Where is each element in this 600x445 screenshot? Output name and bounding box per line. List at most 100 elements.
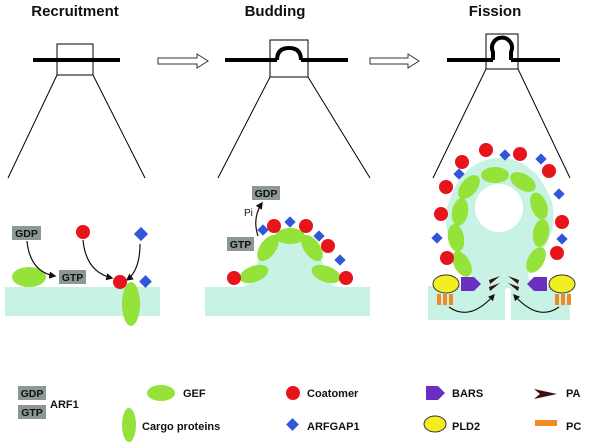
legend-gtp-label: GTP: [21, 407, 43, 419]
pi-label: Pi: [244, 208, 253, 219]
cargo-protein: [122, 282, 140, 326]
legend-pc: PC: [535, 420, 581, 433]
overview-budding: [217, 39, 371, 179]
legend: GDP GTP ARF1 GEF Cargo proteins Coatomer…: [18, 385, 581, 442]
arfgap1: [334, 254, 346, 266]
pld2-bars-cluster-right: [508, 274, 576, 313]
pc-to-pa-arrow: [513, 294, 560, 313]
coatomer: [321, 239, 335, 253]
arfgap1: [556, 233, 568, 245]
overview-arrow-1: [157, 53, 209, 69]
overview-arrow-2: [369, 53, 420, 69]
cargo-protein: [239, 264, 269, 284]
legend-arfgap1-label: ARFGAP1: [307, 421, 360, 433]
pld2-shape: [548, 274, 576, 294]
cargo-protein: [532, 219, 550, 247]
hydrolysis-arrow: [255, 201, 263, 237]
arf1-gdp-box: [252, 186, 280, 200]
pc-shape: [443, 294, 447, 305]
legend-arfgap1-shape: [286, 418, 299, 431]
legend-bars-label: BARS: [452, 388, 483, 400]
gef-shape: [12, 267, 46, 287]
stage-title-fission: Fission: [469, 3, 522, 20]
legend-gef-shape: [147, 385, 175, 401]
cargo-protein: [526, 247, 546, 273]
legend-gef-label: GEF: [183, 388, 206, 400]
arfgap1: [553, 188, 565, 200]
arfgap1: [431, 232, 443, 244]
pa-shape: [489, 276, 500, 284]
panel-budding: GDP Pi GTP: [205, 186, 370, 316]
legend-gef: GEF: [147, 385, 206, 401]
arfgap1-bound: [139, 275, 152, 288]
coatomer-free: [76, 225, 90, 239]
pa-shape: [508, 276, 519, 284]
coatomer-arrow: [82, 239, 114, 281]
pa-shape: [489, 283, 500, 291]
legend-coatomer: Coatomer: [286, 386, 359, 400]
pc-shape: [555, 294, 559, 305]
membrane-budding: [205, 232, 370, 316]
coatomer: [455, 155, 469, 169]
legend-pa-label: PA: [566, 388, 581, 400]
arf1-gtp-box: [227, 237, 254, 251]
panel-fission: [428, 143, 576, 320]
legend-pc-shape: [535, 420, 557, 426]
legend-pc-label: PC: [566, 421, 581, 433]
coatomer: [227, 271, 241, 285]
pc-shape: [449, 294, 453, 305]
coatomer: [339, 271, 353, 285]
legend-arf1-label: ARF1: [50, 399, 79, 411]
gtp-label: GTP: [230, 239, 252, 251]
legend-gdp-label: GDP: [21, 388, 44, 400]
legend-cargo-label: Cargo proteins: [142, 421, 220, 433]
cargo-protein: [301, 234, 323, 262]
coatomer: [299, 219, 313, 233]
cargo-protein: [311, 264, 341, 284]
arfgap1: [453, 168, 465, 180]
cargo-protein: [481, 167, 509, 183]
pc-shape: [437, 294, 441, 305]
legend-pld2-label: PLD2: [452, 421, 480, 433]
cargo-protein: [447, 224, 465, 252]
coatomer: [479, 143, 493, 157]
legend-pld2: PLD2: [423, 415, 480, 433]
pc-to-pa-arrow: [448, 294, 495, 313]
arf1-gdp-box: [12, 226, 41, 240]
arfgap1: [257, 224, 269, 236]
arfgap1: [313, 230, 325, 242]
arfgap1: [499, 149, 511, 161]
legend-pld2-shape: [423, 415, 447, 433]
legend-bars: BARS: [426, 386, 483, 400]
cargo-protein: [257, 234, 279, 262]
coatomer: [439, 180, 453, 194]
legend-pa-shape: [534, 389, 557, 399]
gdp-label: GDP: [255, 188, 278, 200]
arfgap1-arrow: [125, 243, 141, 281]
coatomer: [550, 246, 564, 260]
legend-arf1: GDP GTP ARF1: [18, 386, 79, 419]
overview-recruitment: [7, 43, 146, 179]
legend-cargo: Cargo proteins: [122, 408, 220, 442]
gtp-label: GTP: [62, 272, 84, 284]
arf1-gtp-box: [59, 270, 86, 284]
panel-recruitment: GDP GTP: [5, 225, 160, 326]
bars-shape: [461, 277, 481, 291]
cargo-protein: [530, 192, 548, 220]
coatomer-bound: [113, 275, 127, 289]
pld2-shape: [432, 274, 460, 294]
coatomer: [513, 147, 527, 161]
gdp-label: GDP: [15, 228, 38, 240]
exchange-arrow: [26, 240, 57, 279]
arfgap1-free: [133, 226, 149, 242]
coatomer: [434, 207, 448, 221]
cargo-protein: [451, 198, 469, 226]
cargo-protein: [275, 228, 305, 244]
legend-pa: PA: [534, 388, 581, 400]
coatomer: [440, 251, 454, 265]
legend-gtp-box: [18, 405, 46, 419]
stage-title-budding: Budding: [245, 3, 306, 20]
arfgap1: [535, 153, 547, 165]
pld2-bars-cluster-left: [432, 274, 500, 313]
